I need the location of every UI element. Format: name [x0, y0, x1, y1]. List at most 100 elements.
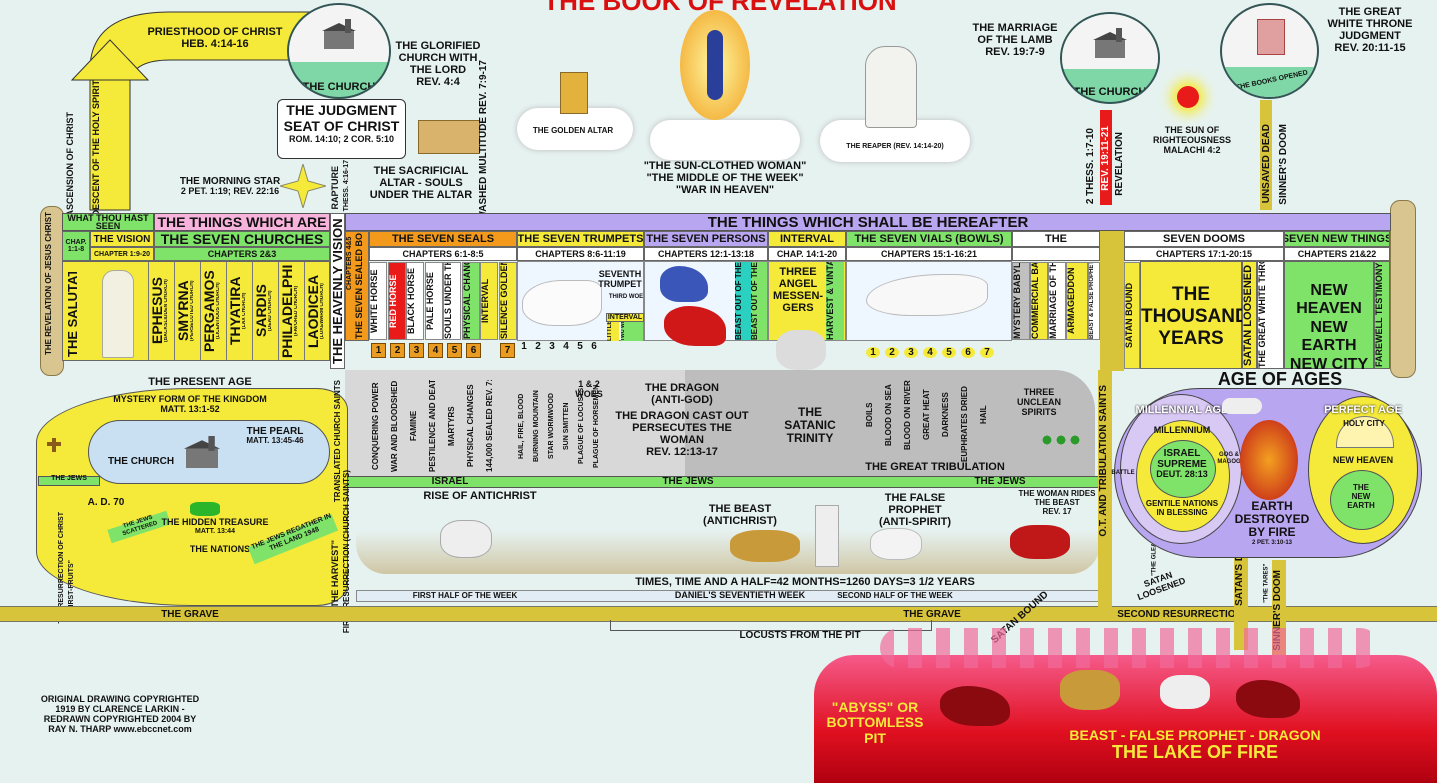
unsaved-bar [1260, 100, 1272, 210]
gog-label: GOG & MAGOG [1217, 452, 1241, 465]
trumpet-number: 2 [535, 341, 541, 352]
seal-effect: CONQUERING POWER [372, 382, 380, 470]
vial-effect: BOILS [866, 402, 874, 428]
church-left-label: THE CHURCH [107, 456, 175, 467]
seventh-trumpet-label: SEVENTH TRUMPET [598, 269, 642, 289]
leopard-beast [730, 530, 800, 562]
vial-number: 2 [885, 347, 899, 358]
seal-column: INTERVAL [480, 262, 498, 340]
church-icon-left [183, 436, 221, 468]
altar-icon [560, 72, 588, 114]
jews-band-label-1: THE JEWS [662, 476, 714, 487]
seven-churches-header: THE SEVEN CHURCHES [154, 231, 330, 247]
church-circle-left: THE CHURCH [287, 3, 391, 99]
seven-sealed-column [345, 231, 369, 341]
seal-effect: WAR AND BLOODSHED [391, 380, 399, 472]
great-white-col: THE GREAT WHITE THRONE JUDGMENT [1257, 261, 1284, 369]
farewell-col: FAREWELL TESTIMONY [1374, 261, 1390, 369]
vial-effect: GREAT HEAT [923, 389, 931, 441]
church-note: (LUKEWARM CHURCH) [320, 283, 325, 339]
section-title: THE SEVEN SEALS [369, 231, 517, 247]
unsaved-dead-label: UNSAVED DEAD [1261, 124, 1272, 204]
section-title: SEVEN DOOMS [1124, 231, 1284, 247]
satan-loosened-label: SATAN LOOSENED [1135, 569, 1187, 602]
vial-effect: HAIL [980, 405, 988, 425]
section-title: THE SEVEN TRUMPETS [517, 231, 644, 247]
perfect-age-title: PERFECT AGE [1324, 404, 1402, 416]
vial-effect: DARKNESS [942, 392, 950, 438]
descent-label: DESCENT OF THE HOLY SPIRIT [91, 80, 101, 217]
vial-number: 1 [866, 347, 880, 358]
first-half-label: FIRST HALF OF THE WEEK [412, 591, 518, 600]
seven-sealed-label: THE SEVEN SEALED BOOK [355, 233, 364, 339]
sun-woman-label: "THE SUN-CLOTHED WOMAN""THE MIDDLE OF TH… [643, 160, 807, 197]
vial-number: 7 [980, 347, 994, 358]
church-name: THYATIRA [228, 276, 242, 346]
locusts-label: LOCUSTS FROM THE PIT [739, 630, 861, 641]
seal-effect: FAMINE [410, 410, 418, 442]
beast-sea: BEAST OUT OF THE SEA [735, 262, 751, 340]
seal-column: BLACK HORSE [406, 262, 424, 340]
altar-image [418, 120, 480, 154]
seal-column: WHITE HORSE [369, 262, 387, 340]
cloud-lightning [1222, 398, 1262, 414]
ascension-label: ASCENSION OF CHRIST [65, 112, 75, 217]
millennial-title: MILLENNIAL AGE [1135, 404, 1229, 416]
seal-number-badge: 1 [371, 343, 386, 358]
right-scroll [1390, 200, 1416, 378]
ad70-label: A. D. 70 [87, 497, 125, 508]
church-note: (LAX CHURCH) [242, 292, 247, 330]
star-icon [280, 164, 326, 208]
seal-number-badge: 6 [466, 343, 481, 358]
thess-label: 1 THESS. 4:16-17 [343, 160, 350, 218]
red-dragon [664, 306, 726, 346]
doom-column: SATAN BOUND [1124, 262, 1140, 369]
rapture-label: RAPTURE [330, 166, 340, 210]
church-circle-right: THE CHURCH [1060, 12, 1160, 104]
church-note: (DEAD CHURCH) [268, 290, 273, 332]
israel-label: ISRAEL [431, 476, 469, 487]
grave-bar [0, 606, 1437, 622]
jews-band-label-2: THE JEWS [974, 476, 1026, 487]
holy-city-label: HOLY CITY [1343, 419, 1385, 428]
doom-column: MARRIAGE OF THE LAMB [1048, 262, 1066, 340]
angels-figure [776, 330, 826, 370]
beast-earth: BEAST OUT OF THE EARTH [751, 262, 767, 340]
section-chapters: CHAP. 14:1-20 [768, 247, 846, 261]
lake-of-fire [814, 655, 1437, 783]
seal-number-badge: 7 [500, 343, 515, 358]
flames [880, 628, 1380, 668]
vision-cell: THE VISION [90, 231, 154, 247]
harvest-label: "THE HARVEST" [330, 540, 340, 612]
heavenly-vision-label: THE HEAVENLY VISION [331, 218, 345, 364]
church-column: SMYRNA(PERSECUTED CHURCH) [174, 262, 200, 360]
false-prophet-figure [815, 505, 839, 567]
church-column: THYATIRA(LAX CHURCH) [226, 262, 252, 360]
trumpet-effect: BURNING MOUNTAIN [533, 390, 540, 462]
doom-column: BEAST & FALSE PROPHET IN THE LAKE OF FIR… [1088, 262, 1100, 340]
beast-label: THE BEAST(ANTICHRIST) [703, 503, 777, 528]
seal-column: PHYSICAL CHANGES [461, 262, 480, 340]
trumpet-number: 4 [563, 341, 569, 352]
dragon-figure [940, 686, 1010, 726]
third-woe-label: THIRD WOE [608, 294, 644, 300]
church-note: (BACKSLIDDEN CHURCH) [164, 279, 169, 343]
section-chapters: CHAPTERS 15:1-16:21 [846, 247, 1012, 261]
church-name: PERGAMOS [202, 270, 216, 352]
church-note: (FAVORED CHURCH) [294, 285, 299, 337]
revelation-jc-label: THE REVELATION OF JESUS CHRIST [44, 212, 53, 355]
section-chapters: CHAPTERS 21&22 [1284, 247, 1390, 261]
section-title: THE [1012, 231, 1100, 247]
millennium-ring-label: MILLENNIUM [1153, 425, 1211, 435]
